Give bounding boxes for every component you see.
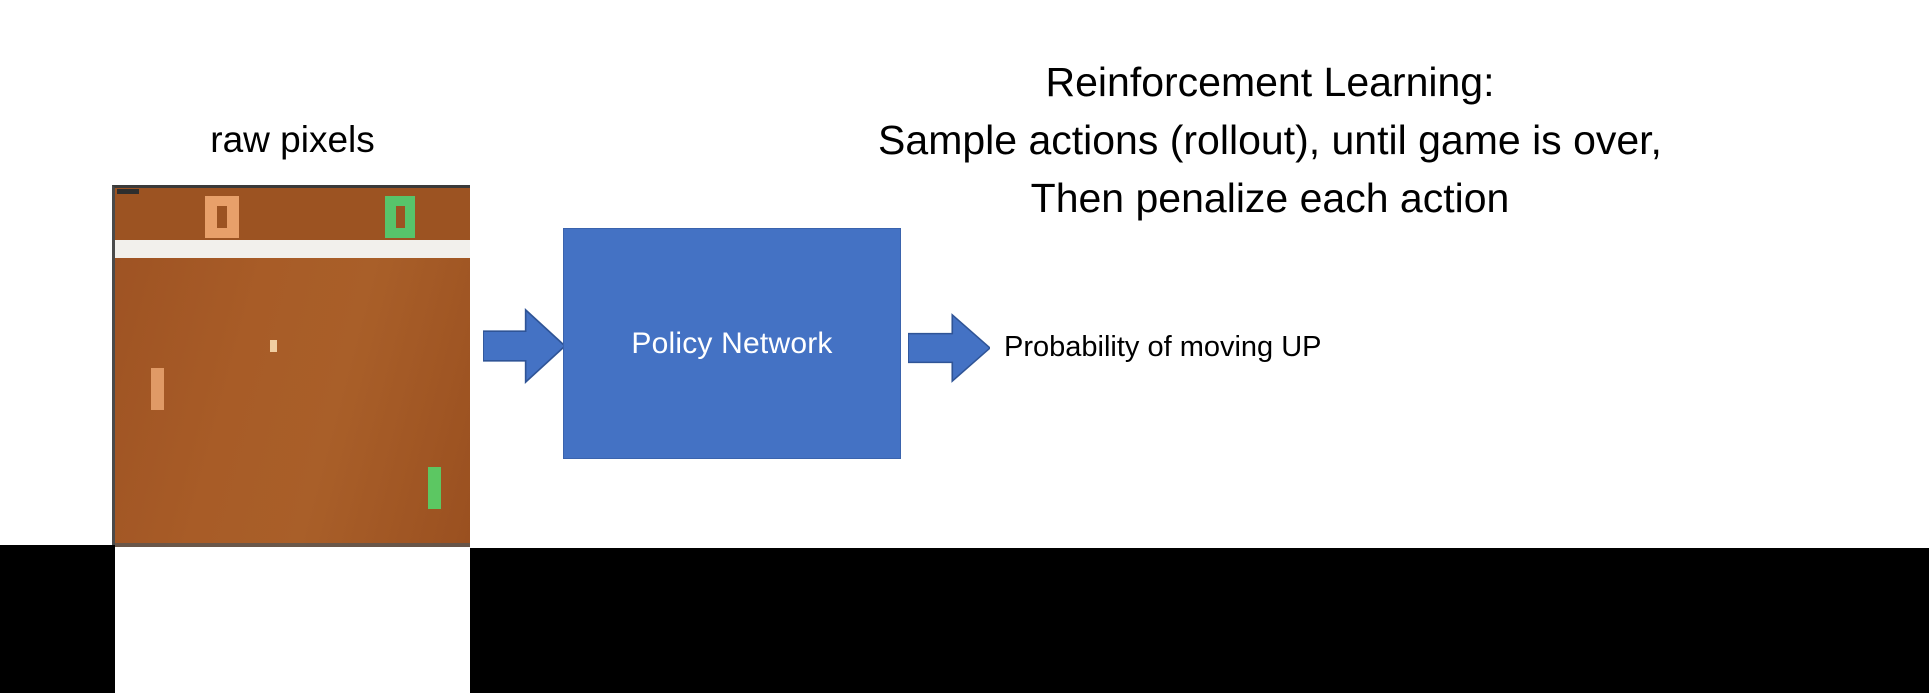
letterbox-bar-bottom <box>470 548 1929 693</box>
title-line-3: Then penalize each action <box>1030 175 1510 222</box>
pong-divider-bar <box>115 240 470 258</box>
pong-game-screenshot <box>112 185 470 547</box>
pong-top-tick-mark <box>117 189 139 194</box>
title-line-2: Sample actions (rollout), until game is … <box>878 117 1662 164</box>
pong-ball <box>270 340 277 352</box>
pong-score-left <box>205 196 239 238</box>
policy-network-label: Policy Network <box>631 326 833 360</box>
output-probability-label: Probability of moving UP <box>1004 331 1322 363</box>
pong-score-band <box>115 188 470 240</box>
pong-score-right <box>385 196 415 238</box>
pong-score-right-digit-hole <box>395 206 405 228</box>
raw-pixels-caption: raw pixels <box>210 119 375 160</box>
slide-title: Reinforcement Learning: Sample actions (… <box>620 53 1920 228</box>
title-line-1: Reinforcement Learning: <box>1045 59 1495 105</box>
pong-score-left-digit-hole <box>217 206 227 228</box>
right-arrow-icon <box>483 305 565 387</box>
pong-paddle-left <box>151 368 164 410</box>
pong-paddle-right <box>428 467 441 509</box>
policy-network-box: Policy Network <box>563 228 901 459</box>
right-arrow-icon <box>908 312 990 384</box>
letterbox-bar-left <box>0 545 115 693</box>
pong-bottom-edge <box>115 543 470 547</box>
